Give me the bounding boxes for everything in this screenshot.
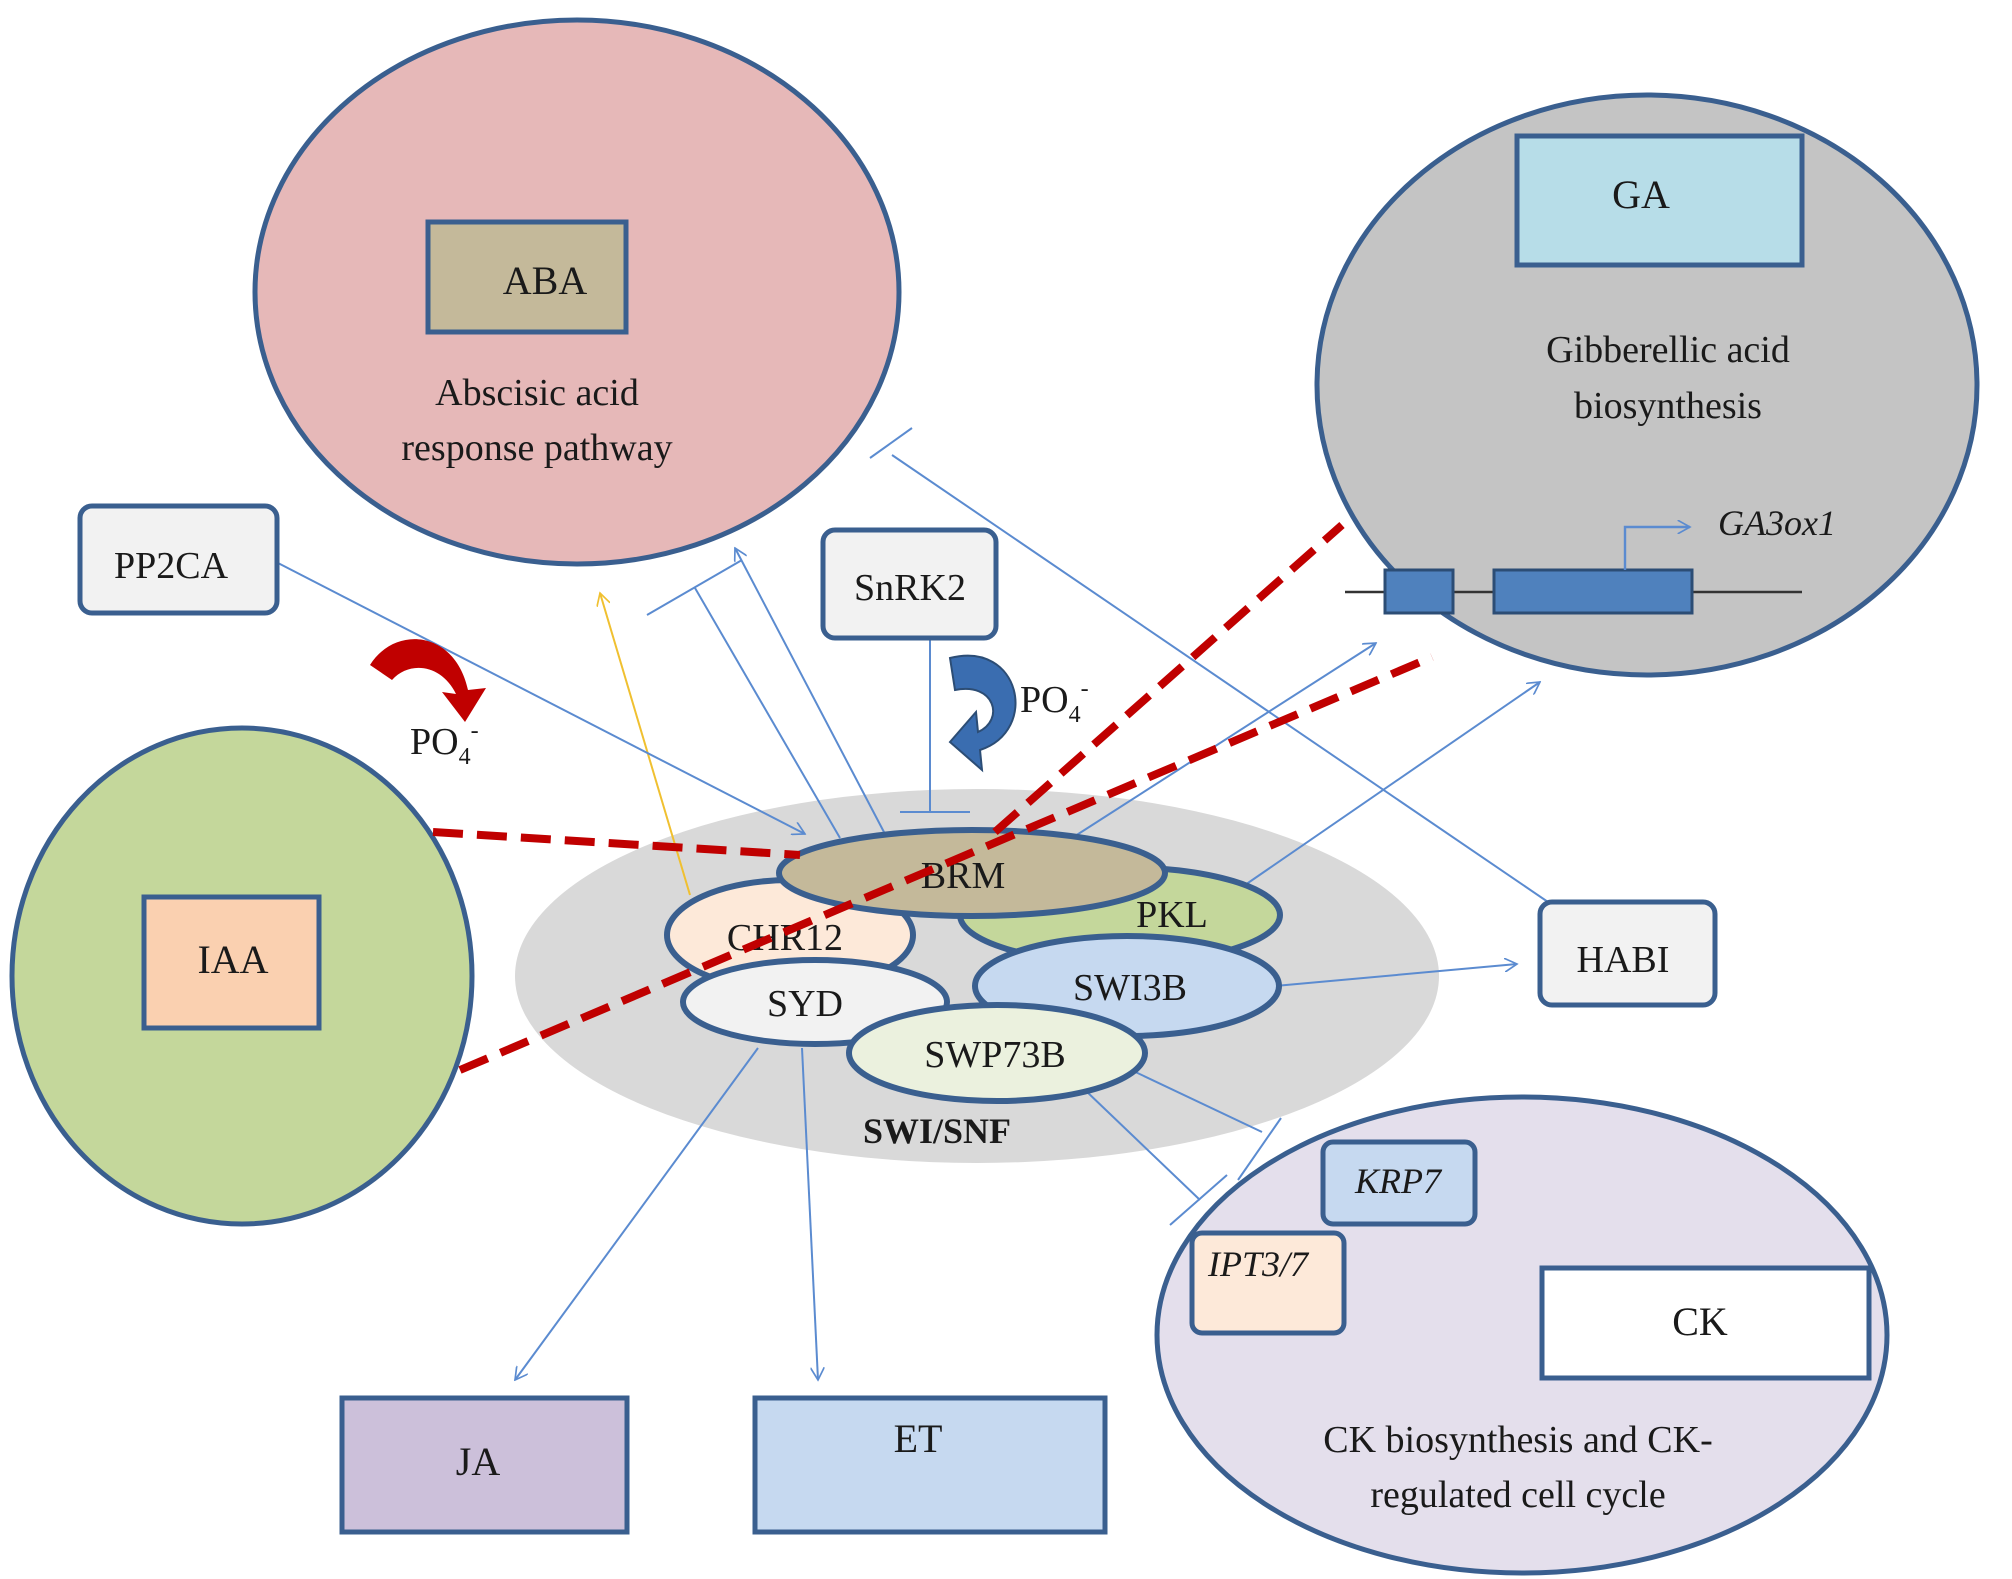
subunit-brm-label: BRM — [921, 855, 1005, 897]
subunit-swp73b — [846, 1002, 1148, 1104]
interaction-dashed-lines — [432, 522, 1434, 1074]
ja-label: JA — [456, 1439, 501, 1484]
krp7-label: KRP7 — [1354, 1161, 1443, 1201]
iaa-pathway: IAA — [9, 725, 475, 1227]
ga-pathway-label-line2: biosynthesis — [1574, 385, 1762, 427]
et-label: ET — [894, 1416, 943, 1461]
snrk2-box — [820, 527, 999, 641]
swi-snf-complex-label: SWI/SNF — [863, 1111, 1011, 1151]
habi-box — [1537, 899, 1718, 1008]
phosphate-label-right: PO4- — [1020, 676, 1089, 728]
ck-box — [1539, 1265, 1872, 1381]
ipt37-box — [1189, 1230, 1347, 1336]
dashed-iaa-to-ga — [458, 653, 1434, 1074]
regulatory-edges — [277, 427, 1549, 1380]
edge-brm-to-aba — [735, 548, 886, 835]
curved-arrow-red-icon — [370, 639, 486, 722]
subunit-chr12-label: CHR12 — [727, 917, 843, 959]
edge-brm-inhibits-aba-bar — [646, 559, 743, 616]
phosphate-label-left: PO4- — [410, 718, 479, 770]
ga-box — [1514, 133, 1805, 268]
subunit-pkl-label: PKL — [1136, 894, 1208, 936]
edge-swp73b-inhibits-ipt37 — [1084, 1089, 1201, 1201]
subunit-swi3b-label: SWI3B — [1073, 967, 1187, 1009]
aba-box — [425, 219, 629, 335]
ck-pathway-label-line1: CK biosynthesis and CK- — [1323, 1419, 1713, 1461]
aba-label: ABA — [503, 258, 588, 303]
edge-swp73b-inhibits-krp7-bar — [1237, 1117, 1282, 1181]
curved-arrow-blue-icon — [948, 654, 1017, 773]
ga-pathway-circle — [1314, 92, 1980, 678]
hormone-outputs: JA ET — [339, 1395, 1108, 1535]
aba-pathway-label-line1: Abscisic acid — [435, 372, 639, 414]
dashed-iaa-to-brm — [432, 828, 801, 859]
edge-swp73b-inhibits-ipt37-bar — [1169, 1174, 1228, 1226]
habi-label: HABI — [1577, 939, 1670, 981]
aba-pathway-label-line2: response pathway — [401, 427, 672, 469]
iaa-label: IAA — [197, 937, 268, 982]
ga-pathway-label-line1: Gibberellic acid — [1546, 329, 1790, 371]
ck-label: CK — [1672, 1299, 1728, 1344]
phosphorylation-snrk2: PO4- — [948, 654, 1089, 773]
subunit-syd-label: SYD — [767, 983, 843, 1025]
edge-swi3b-to-habi — [1274, 964, 1517, 987]
edge-habi-inhibits-aba — [891, 454, 1549, 903]
ja-box — [339, 1395, 630, 1535]
phosphorylation-pp2ca: PO4- — [370, 639, 486, 770]
regulators: PP2CA SnRK2 HABI — [77, 503, 1718, 1008]
et-box — [752, 1395, 1108, 1535]
ga-pathway: GA Gibberellic acid biosynthesis GA3ox1 — [1314, 92, 1980, 678]
edge-habi-inhibits-aba-bar — [869, 427, 913, 459]
ga-label: GA — [1612, 172, 1670, 217]
pp2ca-label: PP2CA — [114, 545, 229, 587]
iaa-box — [141, 894, 322, 1031]
edge-swp73b-inhibits-krp7 — [1126, 1067, 1263, 1133]
edge-brm-inhibits-aba — [694, 587, 841, 839]
aba-pathway: ABA Abscisic acid response pathway — [252, 17, 902, 567]
dashed-brm-to-ga — [992, 522, 1345, 835]
edge-pp2ca-to-brm — [277, 562, 805, 834]
edge-syd-to-et — [801, 1047, 818, 1380]
gene-exon-1 — [1383, 568, 1455, 615]
edge-brm-to-ga — [1071, 643, 1376, 839]
snrk2-label: SnRK2 — [854, 567, 966, 609]
ck-pathway: CK KRP7 IPT3/7 CK biosynthesis and CK- r… — [1154, 1094, 1890, 1576]
subunit-swp73b-label: SWP73B — [924, 1034, 1065, 1076]
ga3ox1-label: GA3ox1 — [1718, 503, 1836, 543]
edge-syd-to-ja — [515, 1047, 759, 1380]
krp7-box — [1320, 1139, 1478, 1227]
transcription-start-arrow — [1623, 527, 1690, 570]
ipt37-label: IPT3/7 — [1207, 1244, 1310, 1284]
gene-exon-2 — [1492, 568, 1694, 615]
edge-pkl-to-ga — [1244, 682, 1540, 886]
ck-pathway-label-line2: regulated cell cycle — [1370, 1474, 1665, 1516]
pp2ca-box — [77, 503, 280, 616]
